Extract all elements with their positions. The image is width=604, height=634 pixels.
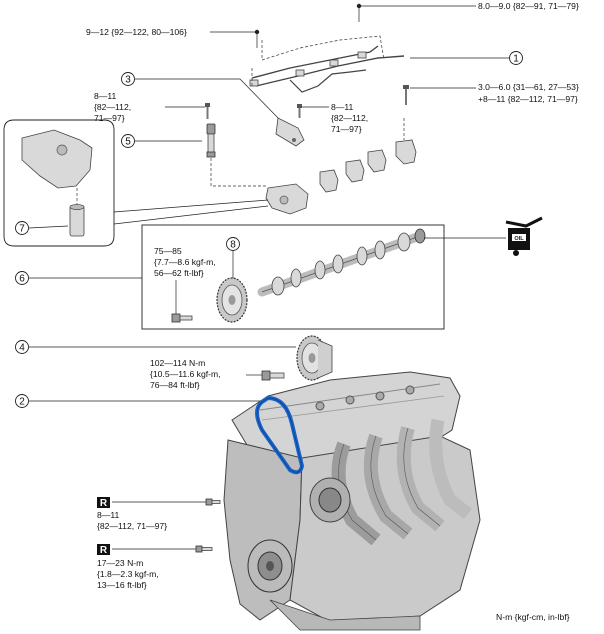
- torque-label-r2-1: 17—23 N-m: [97, 558, 143, 568]
- svg-text:R: R: [100, 545, 108, 556]
- oil-can-icon: OIL: [505, 216, 543, 256]
- sensor-bracket: [275, 117, 305, 147]
- harness-bracket-assembly: [249, 35, 405, 93]
- torque-label-bolt-mid-3: 71—97}: [331, 124, 362, 134]
- camshaft-sprocket: [216, 277, 248, 323]
- torque-label-sprocket-1: 75—85: [154, 246, 182, 256]
- callout-5: 5: [121, 134, 135, 148]
- bolt-dot: [356, 3, 362, 9]
- leader-line: [28, 225, 69, 229]
- bolt-icon: [403, 85, 409, 105]
- svg-text:3: 3: [125, 75, 131, 86]
- crank-sprocket: [296, 335, 333, 381]
- bolt-icon: [205, 498, 221, 506]
- torque-label-pulley-3: 76—84 ft-lbf}: [150, 380, 200, 390]
- pulley-bolt: [261, 370, 285, 381]
- torque-label-r2-2: {1.8—2.3 kgf-m,: [97, 569, 159, 579]
- svg-text:6: 6: [19, 274, 25, 285]
- oil-control-valve: [206, 123, 216, 158]
- torque-label-cap-1: 3.0—6.0 {31—61, 27—53}: [478, 82, 579, 92]
- torque-label-r2-3: 13—16 ft-lbf}: [97, 580, 147, 590]
- torque-label-bolt-left-3: 71—97}: [94, 113, 125, 123]
- svg-text:R: R: [100, 498, 108, 509]
- torque-label-pulley-2: {10.5—11.6 kgf-m,: [150, 369, 221, 379]
- torque-label-pulley-1: 102—114 N-m: [150, 358, 205, 368]
- svg-text:8: 8: [230, 240, 236, 251]
- torque-label-r1-2: {82—112, 71—97}: [97, 521, 167, 531]
- callout-7: 7: [15, 221, 29, 235]
- torque-label-top-right: 8.0—9.0 {82—91, 71—79}: [478, 1, 579, 11]
- replace-badge-2: R: [97, 544, 110, 556]
- camshaft: [257, 228, 426, 297]
- svg-text:OIL: OIL: [514, 236, 524, 242]
- torque-label-cap-2: +8—11 {82—112, 71—97}: [478, 94, 578, 104]
- callout-8: 8: [226, 237, 240, 251]
- svg-text:2: 2: [19, 397, 25, 408]
- callout-2: 2: [15, 394, 29, 408]
- callout-1: 1: [509, 51, 523, 65]
- callout-6: 6: [15, 271, 29, 285]
- torque-label-bolt-left-2: {82—112,: [94, 102, 131, 112]
- bolt-icon: [297, 104, 302, 118]
- torque-label-bolt-mid-2: {82—112,: [331, 113, 368, 123]
- engine-assembly: [223, 371, 481, 631]
- leader-line: [239, 78, 283, 123]
- inset-hla-box: [3, 119, 269, 247]
- bolt-icon: [195, 545, 213, 553]
- torque-label-sprocket-3: 56—62 ft-lbf}: [154, 268, 204, 278]
- svg-text:7: 7: [19, 224, 25, 235]
- torque-label-top-left: 9—12 {92—122, 80—106}: [86, 27, 187, 37]
- torque-label-r1-1: 8—11: [97, 510, 120, 520]
- svg-text:5: 5: [125, 137, 131, 148]
- torque-label-bolt-mid-1: 8—11: [331, 102, 354, 112]
- units-note: N-m {kgf-cm, in-lbf}: [496, 612, 570, 622]
- torque-label-bolt-left-1: 8—11: [94, 91, 117, 101]
- svg-text:4: 4: [19, 343, 25, 354]
- camshaft-box: [141, 224, 445, 330]
- dashed-guide: [210, 158, 268, 187]
- replace-badge-1: R: [97, 497, 110, 509]
- sprocket-bolt: [171, 313, 193, 323]
- bolt-icon: [205, 103, 210, 119]
- callout-3: 3: [121, 72, 135, 86]
- torque-label-sprocket-2: {7.7—8.6 kgf-m,: [154, 257, 216, 267]
- svg-text:1: 1: [513, 54, 519, 65]
- camshaft-caps: [265, 139, 417, 215]
- bolt-dot: [254, 29, 260, 35]
- callout-4: 4: [15, 340, 29, 354]
